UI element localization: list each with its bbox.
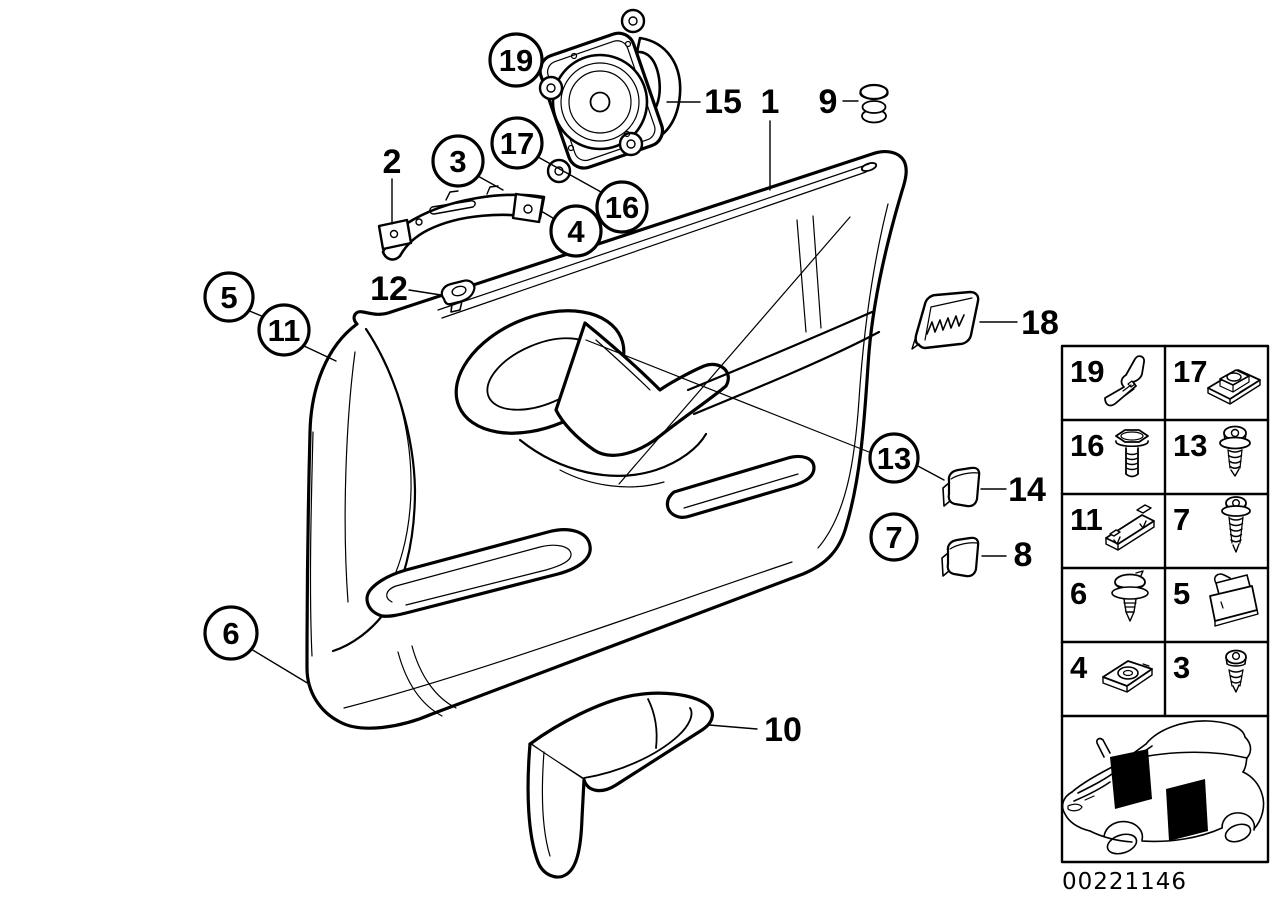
svg-text:17: 17 [500,126,534,161]
callout-7[interactable]: 7 [869,512,919,562]
label-10[interactable]: 10 [764,711,802,749]
label-12[interactable]: 12 [370,270,408,308]
crease-line [618,216,851,485]
leader-10 [708,724,758,730]
hex-bolt-icon [1115,429,1149,478]
mounting-bracket [377,185,546,261]
callout-13[interactable]: 13 [868,432,920,484]
svg-text:16: 16 [605,190,639,225]
map-pocket-opening [365,528,592,618]
armrest-pad [526,691,714,879]
label-9[interactable]: 9 [819,83,838,121]
svg-text:4: 4 [1070,650,1088,685]
tapping-screw-icon [1225,649,1247,693]
callout-3[interactable]: 3 [431,134,485,188]
legend-cell-19[interactable]: 19 [1070,354,1145,407]
car-location-thumbnail [1061,720,1265,855]
highlighted-door-far [1110,749,1152,809]
highlighted-door-near [1166,779,1208,841]
long-washer-screw-icon [1221,496,1251,553]
svg-text:11: 11 [1070,502,1103,537]
label-15[interactable]: 15 [704,83,742,121]
legend-table: 19 17 16 [1060,344,1270,864]
edge-clip-icon [1209,573,1259,627]
svg-text:13: 13 [1173,428,1207,463]
svg-text:7: 7 [885,520,902,555]
callout-5[interactable]: 5 [203,271,255,323]
label-8[interactable]: 8 [1014,536,1033,574]
label-2[interactable]: 2 [383,143,402,181]
svg-text:19: 19 [499,43,533,78]
push-clip-12 [440,279,476,313]
lock-pin-hole [860,162,878,172]
label-18[interactable]: 18 [1021,304,1059,342]
leader-6 [250,648,310,685]
svg-text:11: 11 [268,313,301,348]
car-outline [1061,720,1265,855]
svg-text:5: 5 [1173,576,1190,611]
legend-cell-4[interactable]: 4 [1070,650,1153,693]
legend-cell-3[interactable]: 3 [1173,649,1247,693]
legend-cell-16[interactable]: 16 [1070,428,1149,478]
svg-text:5: 5 [220,280,237,315]
callouts: 19 3 17 16 4 5 11 13 7 6 15 1 9 2 12 18 … [203,32,1059,749]
washer-screw-icon [1219,425,1251,477]
svg-text:3: 3 [449,144,466,179]
trim-cap-8 [941,536,980,578]
emblem-plate-18 [911,290,980,350]
plug-grommet-9 [859,83,889,124]
svg-text:6: 6 [1070,576,1087,611]
grille-icon [1067,803,1083,812]
leader-12 [408,289,442,296]
svg-text:13: 13 [877,441,911,476]
callout-19[interactable]: 19 [488,32,544,88]
svg-text:19: 19 [1070,354,1104,389]
speed-nut-icon [1102,660,1153,693]
svg-text:6: 6 [222,616,239,651]
callout-17[interactable]: 17 [490,116,544,170]
leader-17-16 [537,156,602,193]
headlight-icon [1084,795,1095,801]
spring-clip-icon [1104,355,1145,407]
legend-cell-7[interactable]: 7 [1173,496,1251,553]
speaker-assembly [538,8,682,184]
callout-11[interactable]: 11 [257,303,311,357]
svg-text:3: 3 [1173,650,1190,685]
legend-cell-5[interactable]: 5 [1173,573,1259,627]
expansion-rivet-icon [1111,570,1149,622]
svg-text:4: 4 [567,214,585,249]
leader-13-14 [915,464,945,481]
legend-cell-17[interactable]: 17 [1173,354,1261,405]
rail-clip-icon [1105,504,1155,551]
diagram-number: 00221146 [1062,869,1187,895]
callout-4[interactable]: 4 [549,204,603,258]
leader-13-long [585,339,870,453]
legend-cell-13[interactable]: 13 [1173,425,1251,477]
legend-cell-6[interactable]: 6 [1070,570,1149,622]
callout-6[interactable]: 6 [203,605,259,661]
label-1[interactable]: 1 [761,83,780,121]
svg-text:16: 16 [1070,428,1104,463]
legend-cell-11[interactable]: 11 [1070,502,1155,551]
cage-nut-icon [1207,369,1261,405]
svg-text:17: 17 [1173,354,1207,389]
svg-text:7: 7 [1173,502,1190,537]
leader-11 [301,344,337,362]
label-14[interactable]: 14 [1008,471,1046,509]
door-pull-handle [554,321,730,457]
trim-cap-14 [942,466,981,508]
leader-lines [246,100,1018,730]
leader-3 [475,174,504,191]
callout-16[interactable]: 16 [595,180,649,234]
